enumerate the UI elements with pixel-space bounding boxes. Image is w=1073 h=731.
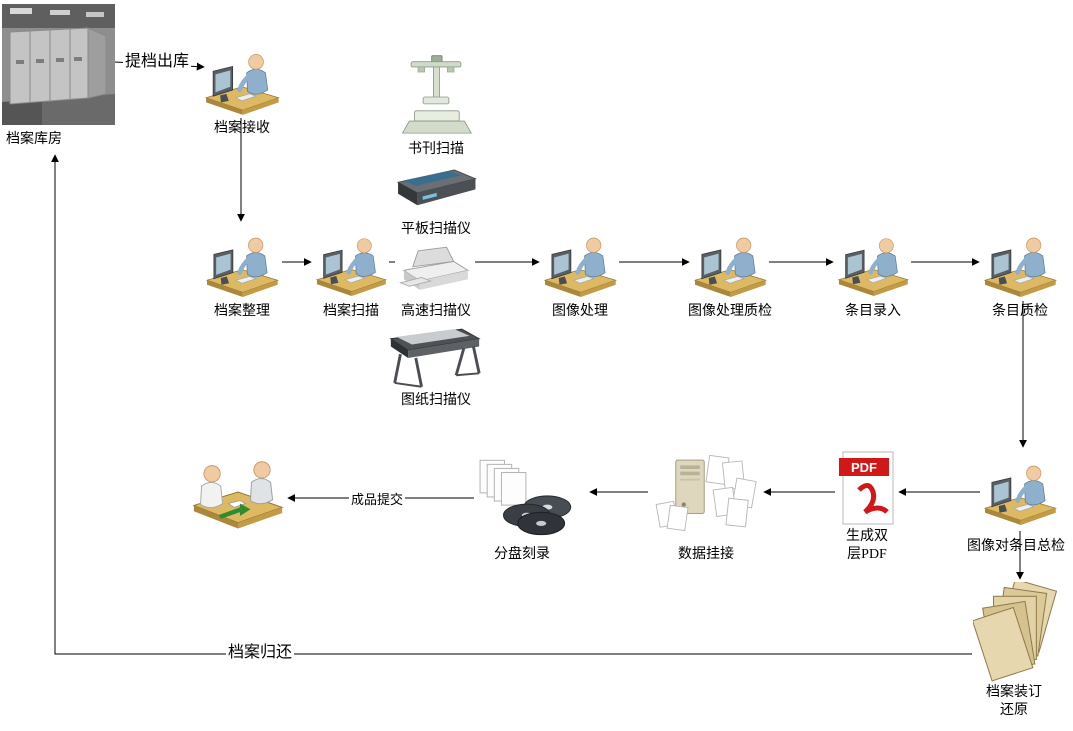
label-flatbed-scanner: 平板扫描仪 xyxy=(401,222,471,237)
label-pdf-generation-line1: 生成双 xyxy=(846,529,888,544)
person-computer-icon xyxy=(982,224,1058,300)
label-pdf-generation: 生成双 层PDF xyxy=(812,528,922,563)
edge-archive-return xyxy=(51,154,972,655)
handover-desk-icon xyxy=(190,444,286,540)
label-pdf-generation-line2: 层PDF xyxy=(847,546,887,562)
person-computer-icon xyxy=(836,224,910,300)
pdf-file-icon xyxy=(837,450,897,526)
book-scanner-icon xyxy=(396,54,476,140)
label-highspeed-scanner: 高速扫描仪 xyxy=(401,304,471,319)
person-computer-icon xyxy=(314,224,388,300)
server-documents-icon xyxy=(650,453,762,533)
label-disc-burning: 分盘刻录 xyxy=(494,547,550,562)
edge-label-retrieval: 提档出库 xyxy=(123,47,192,71)
label-wideformat-scanner: 图纸扫描仪 xyxy=(401,393,471,408)
flatbed-scanner-icon xyxy=(391,163,479,221)
label-image-processing-qc: 图像处理质检 xyxy=(688,304,772,319)
person-computer-icon xyxy=(982,450,1058,530)
folders-stack-icon xyxy=(973,582,1065,684)
highspeed-scanner-icon xyxy=(395,246,475,300)
wideformat-scanner-icon xyxy=(387,323,483,391)
label-binding-restore-line1: 档案装订 xyxy=(986,685,1042,700)
label-entry-qc: 条目质检 xyxy=(992,304,1048,319)
label-binding-restore-line2: 还原 xyxy=(1000,702,1028,718)
label-sorting: 档案整理 xyxy=(214,304,270,319)
label-reception: 档案接收 xyxy=(214,121,270,136)
label-image-processing: 图像处理 xyxy=(552,304,608,319)
person-computer-icon xyxy=(542,224,618,300)
discs-documents-icon xyxy=(476,458,588,540)
label-data-linking: 数据挂接 xyxy=(678,547,734,562)
archive-room-photo xyxy=(2,4,115,125)
edge-label-product-submission: 成品提交 xyxy=(349,489,406,508)
person-computer-icon xyxy=(203,224,281,300)
label-overall-check: 图像对条目总检 xyxy=(967,539,1065,554)
edge-label-archive-return: 档案归还 xyxy=(226,638,295,662)
person-computer-icon xyxy=(203,40,281,118)
label-archive-room: 档案库房 xyxy=(6,132,62,147)
label-entry-input: 条目录入 xyxy=(845,304,901,319)
label-book-scanner: 书刊扫描 xyxy=(408,142,464,157)
label-binding-restore: 档案装订 还原 xyxy=(959,684,1069,719)
person-computer-icon xyxy=(692,224,768,300)
